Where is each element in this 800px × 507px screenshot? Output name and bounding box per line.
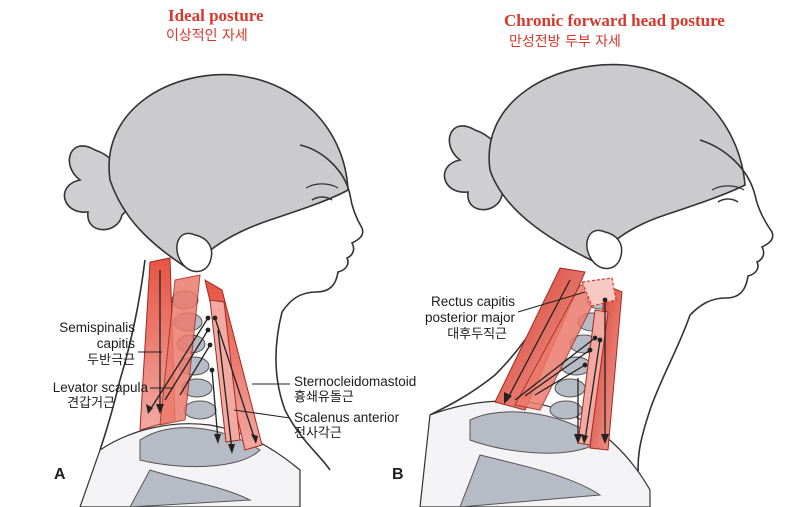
leader-lines-b: [517, 291, 586, 313]
hair-a: [108, 73, 349, 272]
face-a: [281, 144, 364, 313]
scalenus-label-korean: 전사각근: [294, 426, 342, 441]
levator-label: Levator scapula: [52, 380, 148, 395]
panel-a-title: Ideal posture: [168, 6, 264, 25]
scalenus-label: Scalenus anterior: [294, 410, 400, 425]
ear-a: [176, 232, 213, 273]
arrow-heads-a: [146, 404, 258, 454]
scm-label: Sternocleidomastoid: [294, 374, 417, 389]
panel-a-letter: A: [54, 466, 66, 483]
arrow-heads-b: [504, 392, 609, 444]
panel-b-title-korean: 만성전방 두부 자세: [509, 34, 621, 50]
eye-b: [717, 198, 739, 203]
face-b: [689, 139, 774, 316]
panel-b-title: Chronic forward head posture: [504, 11, 725, 30]
brow-a: [305, 183, 339, 189]
force-arrows-a: [149, 270, 256, 451]
muscles-a: [139, 257, 263, 451]
scm-label-korean: 흉쇄유돌근: [294, 390, 354, 405]
neck-front-a: [275, 311, 331, 471]
posterior-muscle-b: [494, 267, 586, 411]
attachment-dots-a: [205, 315, 218, 373]
scalenus-muscle-b: [577, 309, 609, 446]
rectus-label-line1: Rectus capitis: [430, 294, 515, 309]
neck-back-a: [99, 259, 146, 451]
hair-b: [488, 63, 746, 264]
scalenus-muscle-a: [209, 299, 241, 443]
ear-b: [586, 229, 623, 270]
semispinalis-label-line2: capitis: [96, 336, 135, 351]
rectus-capitis-b: [581, 277, 617, 307]
levator-label-korean: 견갑거근: [67, 396, 115, 411]
muscles-b: [494, 267, 623, 451]
rectus-label-line2: posterior major: [424, 310, 515, 325]
panel-b-letter: B: [392, 466, 404, 483]
panel-b-figure: [419, 63, 774, 507]
eye-a: [311, 196, 333, 201]
semispinalis-label-line1: Semispinalis: [59, 320, 135, 335]
panel-a-figure: [63, 73, 364, 507]
attachment-dots-b: [582, 297, 608, 368]
neck-front-b: [637, 314, 691, 491]
leader-lines-a: [138, 351, 291, 419]
brow-b: [711, 185, 745, 191]
rectus-label-korean: 대후두직근: [447, 327, 507, 342]
panel-a-title-korean: 이상적인 자세: [166, 28, 248, 44]
semispinalis-label-korean: 두반극근: [87, 353, 135, 368]
